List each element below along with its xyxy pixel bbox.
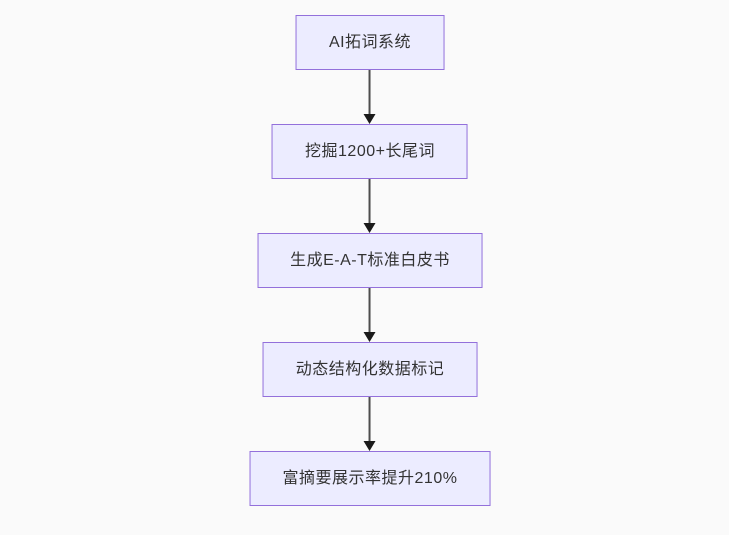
flow-arrow-2 [364,179,376,233]
node-label: 生成E-A-T标准白皮书 [290,251,450,269]
arrow-head-icon [364,441,376,451]
flow-arrow-1 [364,70,376,124]
node-label: 挖掘1200+长尾词 [305,142,435,160]
node-rich-snippet-rate-increase: 富摘要展示率提升210% [249,451,491,506]
flow-arrow-3 [364,288,376,342]
node-label: AI拓词系统 [328,33,412,51]
node-label: 动态结构化数据标记 [295,360,445,378]
node-dynamic-structured-data-markup: 动态结构化数据标记 [262,342,478,397]
arrow-head-icon [364,114,376,124]
arrow-line [369,288,371,332]
flow-arrow-4 [364,397,376,451]
node-ai-keyword-expansion-system: AI拓词系统 [295,15,445,70]
node-label: 富摘要展示率提升210% [282,469,458,487]
node-longtail-keyword-mining: 挖掘1200+长尾词 [272,124,468,179]
node-eat-standard-whitepaper: 生成E-A-T标准白皮书 [257,233,483,288]
arrow-head-icon [364,332,376,342]
arrow-line [369,397,371,441]
arrow-line [369,179,371,223]
flowchart: AI拓词系统 挖掘1200+长尾词 生成E-A-T标准白皮书 动态结构化数据标记 [249,15,491,506]
arrow-head-icon [364,223,376,233]
arrow-line [369,70,371,114]
